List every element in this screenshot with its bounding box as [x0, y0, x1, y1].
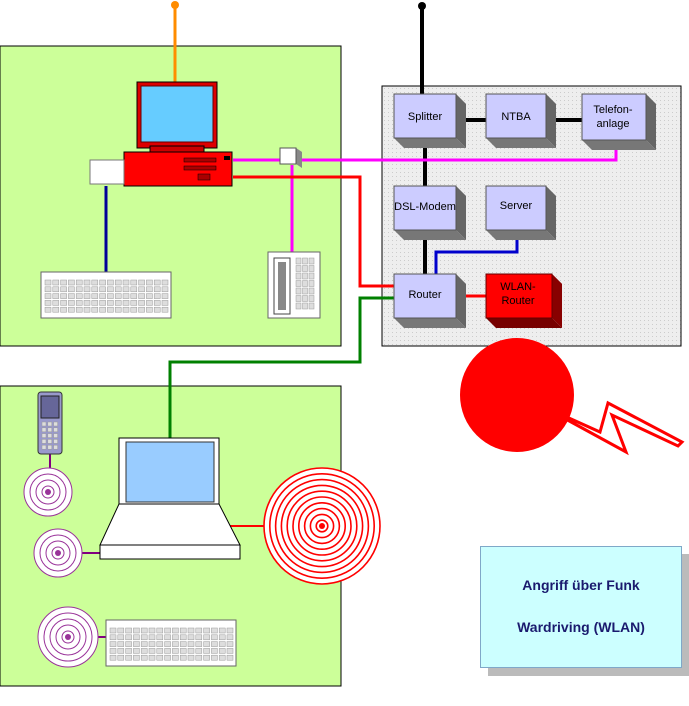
server-label: Server — [500, 200, 533, 212]
laptop-purple-signal-icon — [33, 528, 83, 578]
wlan-router-label-2: Router — [501, 295, 534, 307]
black-antenna — [418, 2, 426, 95]
wireless-keyboard-icon — [105, 619, 237, 667]
server-box: Server — [485, 185, 556, 240]
telefonanlage-label-2: anlage — [596, 118, 629, 130]
laptop-wlan-signal-icon — [263, 467, 381, 585]
handy-wlan-signal-icon — [23, 467, 73, 517]
dsl-modem-label: DSL-Modem — [394, 201, 456, 213]
info-box: Angriff über Funk Wardriving (WLAN) — [480, 546, 682, 668]
telefonanlage-label-1: Telefon- — [593, 104, 632, 116]
info-box-title: Angriff über Funk — [522, 577, 640, 593]
router-label: Router — [408, 289, 441, 301]
keyboard-wlan-signal-icon — [37, 606, 99, 668]
splitter-label: Splitter — [408, 111, 443, 123]
laptop-router-green-cable — [168, 296, 396, 440]
telephone-icon — [267, 251, 321, 319]
wlan-router-label-1: WLAN- — [500, 281, 536, 293]
orange-antenna — [171, 1, 179, 82]
router-box: Router — [393, 273, 466, 328]
ntba-box: NTBA — [485, 93, 556, 148]
desktop-pc-icon — [89, 81, 233, 187]
dsl-modem-box: DSL-Modem — [393, 185, 466, 240]
lightning-bolt-icon — [539, 400, 685, 456]
mobile-phone-icon — [37, 391, 63, 455]
pc-router-red-cable — [233, 175, 396, 288]
server-router-cable — [434, 232, 519, 276]
telefonanlage-box: Telefon- anlage — [581, 93, 656, 150]
wlan-signal-disk — [460, 338, 574, 452]
info-box-subtitle: Wardriving (WLAN) — [517, 619, 645, 635]
ntba-label: NTBA — [501, 111, 531, 123]
connector-box-icon — [279, 147, 302, 168]
splitter-box: Splitter — [393, 93, 466, 148]
keyboard-icon — [40, 271, 172, 319]
wlan-router-box: WLAN- Router — [485, 273, 562, 328]
laptop-icon — [99, 437, 241, 560]
